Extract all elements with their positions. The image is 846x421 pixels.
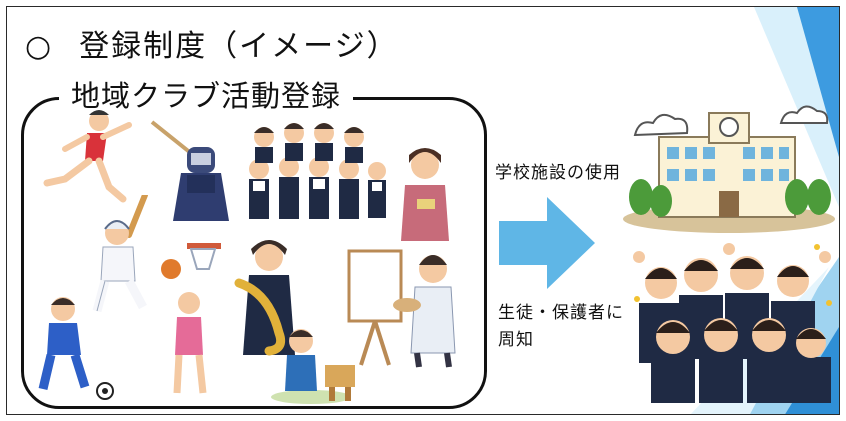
notify-label-line2: 周知	[498, 330, 534, 350]
choir-icon	[249, 123, 386, 219]
school-building-icon	[623, 105, 835, 233]
school-facility-label: 学校施設の使用	[495, 163, 621, 183]
teacher-icon	[401, 148, 449, 241]
cheering-students-icon	[633, 243, 832, 403]
saxophone-icon	[234, 240, 295, 356]
soccer-icon	[38, 297, 114, 400]
notify-label-line1: 生徒・保護者に	[498, 303, 624, 323]
runner-icon	[43, 110, 132, 203]
kendo-icon	[150, 120, 229, 221]
shogi-icon	[271, 329, 355, 404]
baseball-icon	[92, 195, 148, 313]
slide-frame: ○ 登録制度（イメージ） 地域クラブ活動登録	[6, 6, 840, 415]
group-label: 地域クラブ活動登録	[59, 73, 354, 115]
basketball-icon	[161, 243, 221, 394]
painter-icon	[347, 249, 456, 368]
arrow-icon	[499, 197, 595, 289]
title-text: 登録制度（イメージ）	[79, 29, 399, 64]
title-marker: ○	[25, 29, 54, 64]
page-title: ○ 登録制度（イメージ）	[25, 21, 399, 65]
